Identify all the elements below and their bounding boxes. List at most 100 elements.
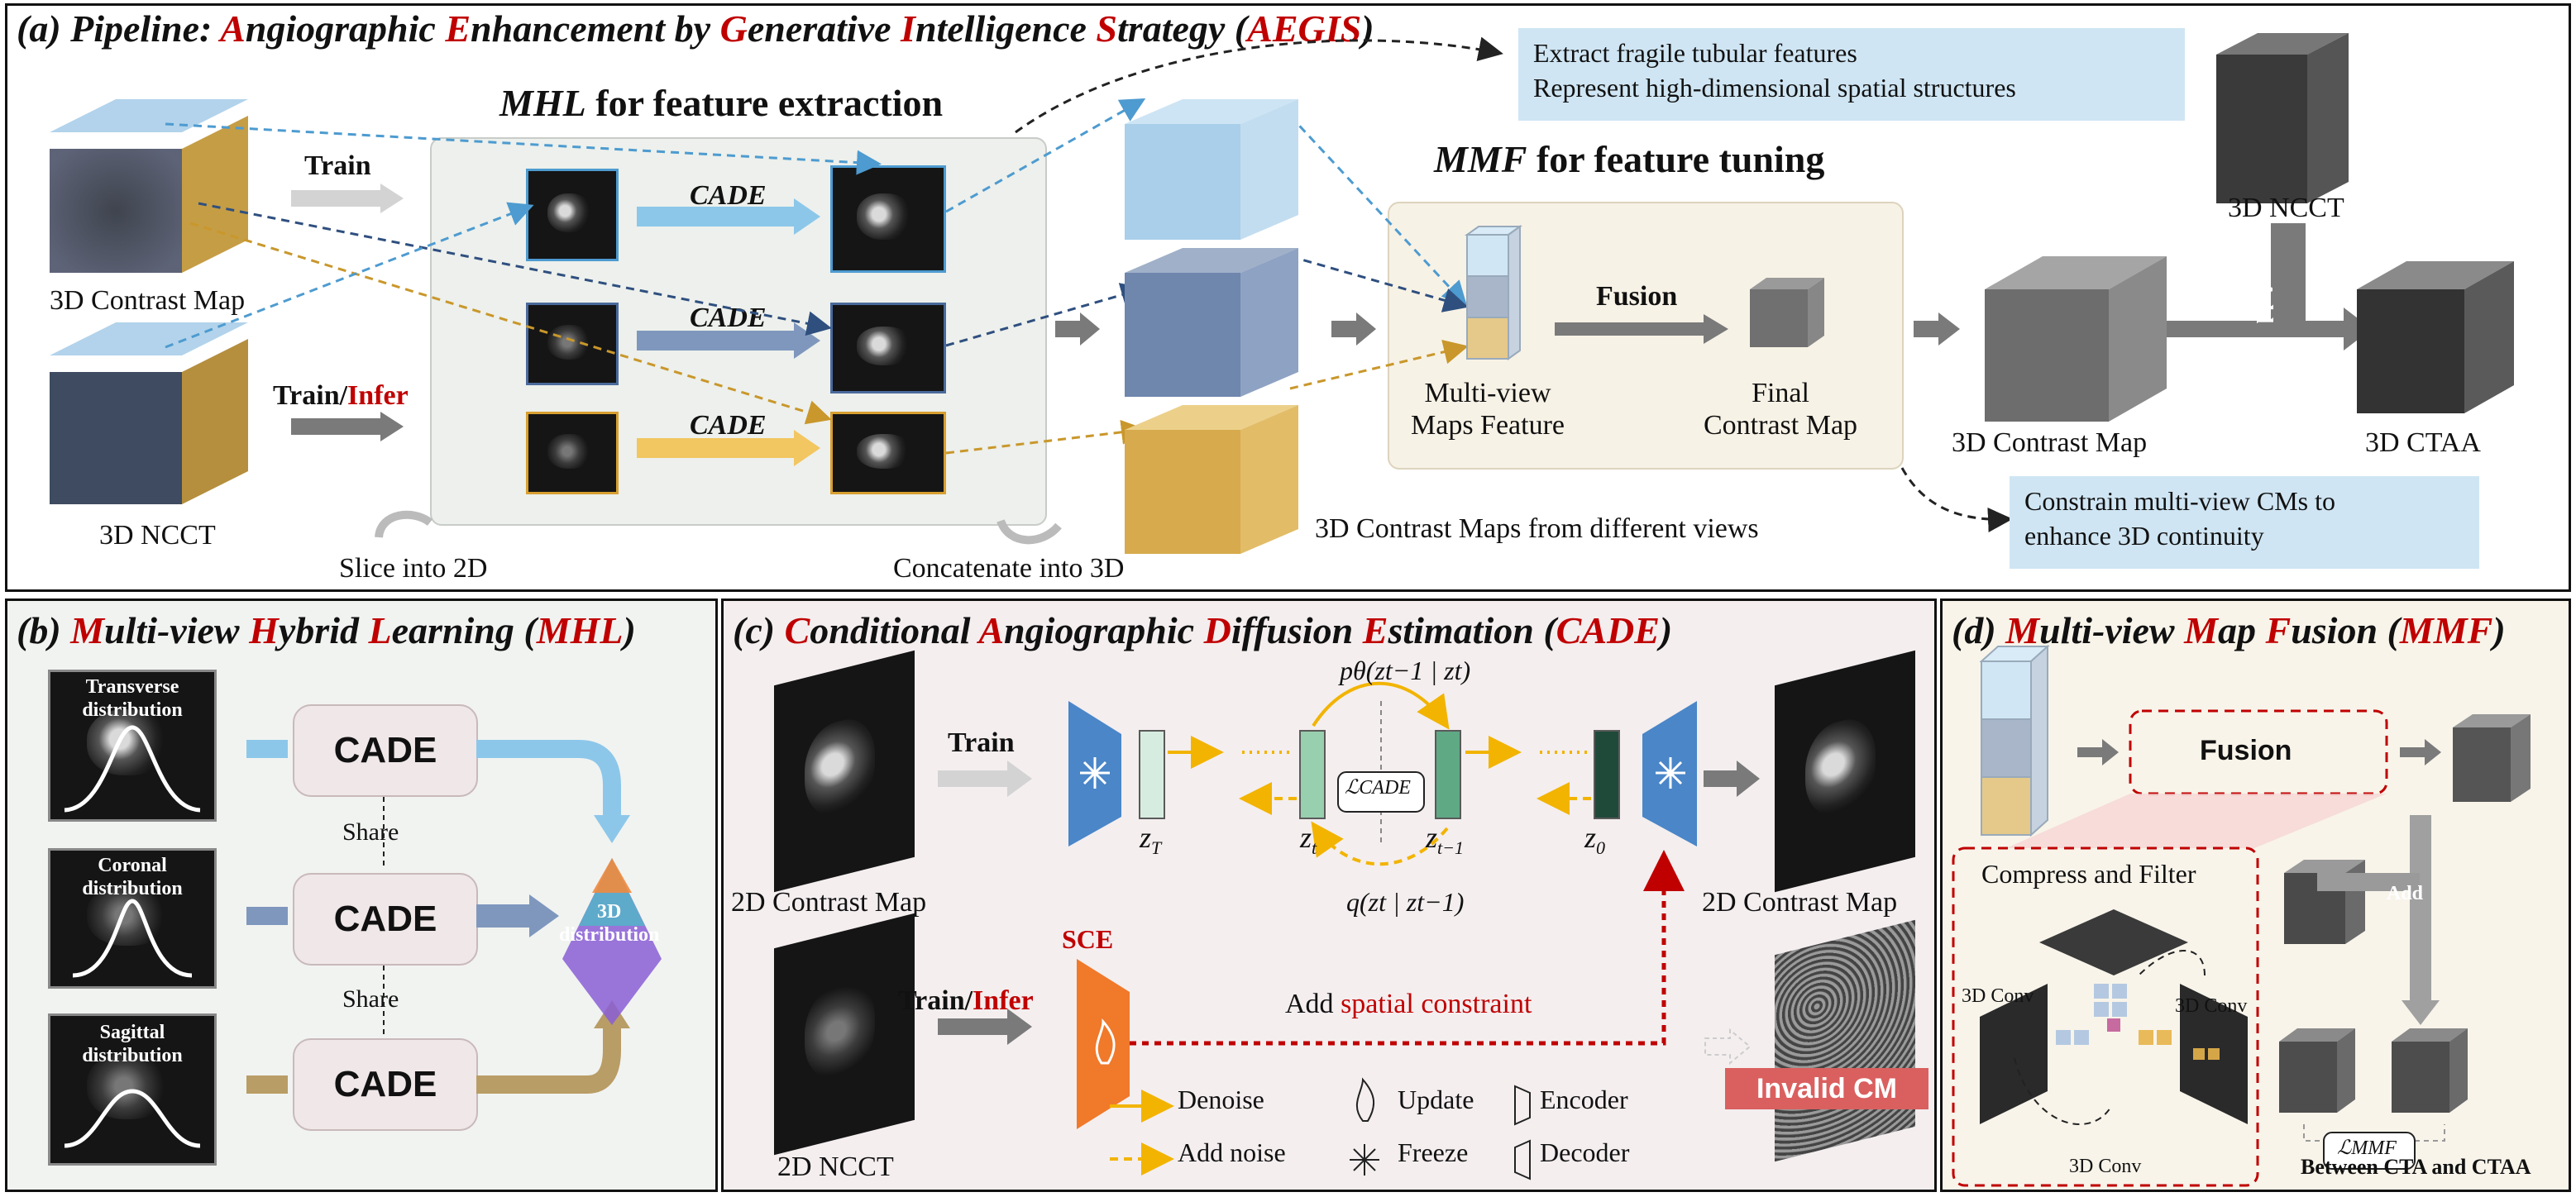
right-cubes xyxy=(1985,33,2514,422)
invalid-cm-image xyxy=(1775,919,1915,1162)
train-arrow-a xyxy=(291,184,404,213)
panel-b-title-part-6: earning ( xyxy=(391,609,537,651)
panel-c-title: (c) Conditional Angiographic Diffusion E… xyxy=(733,608,1672,652)
label-3d-ncct-top: 3D NCCT xyxy=(2228,193,2344,223)
label-3d-contrast-map-right: 3D Contrast Map xyxy=(1952,427,2148,458)
legend-add-noise: Add noise xyxy=(1178,1137,1286,1167)
label-multiview-feature: Multi-view Maps Feature xyxy=(1411,378,1565,441)
latent-zt1-sub: t−1 xyxy=(1437,837,1464,859)
panel-a-title-part-0: A xyxy=(220,7,246,50)
formula-p-theta: pθ(zt−1 | zt) xyxy=(1340,656,1471,685)
c-label-train-infer-train: Train/ xyxy=(898,985,973,1016)
panel-b-title-part-5: L xyxy=(368,609,392,651)
mmf-stack xyxy=(1464,225,1523,360)
panel-d-title-part-5: F xyxy=(2265,609,2292,651)
legend-update: Update xyxy=(1398,1085,1474,1114)
d-conv-bottom: 3D Conv xyxy=(2069,1156,2142,1177)
panel-a xyxy=(5,3,2571,592)
input-cubes xyxy=(50,99,248,504)
final-map-cube xyxy=(1750,278,1824,347)
cade-box-coronal: CADE xyxy=(293,873,478,966)
panel-b-arrows xyxy=(246,740,662,1094)
panel-c-title-part-4: ngiographic xyxy=(1004,609,1204,651)
label-final-contrast-map: Final Contrast Map xyxy=(1704,378,1858,441)
mmf-heading: MMF for feature tuning xyxy=(1434,138,1825,181)
callout-top-line-2: Represent high-dimensional spatial struc… xyxy=(1533,72,2016,103)
latent-zT: zT xyxy=(1140,821,1161,858)
sce-label: SCE xyxy=(1062,924,1114,954)
cade-label-3: CADE xyxy=(690,410,767,441)
panel-d-title-part-6: usion ( xyxy=(2291,609,2400,651)
panel-c-title-part-5: D xyxy=(1203,609,1231,651)
panel-d-title: (d) Multi-view Map Fusion (MMF) xyxy=(1952,608,2506,652)
panel-d-title-part-1: M xyxy=(2005,609,2040,651)
latent-z0-base: z xyxy=(1584,821,1597,854)
spatial-constraint-label-a: Add xyxy=(1285,989,1341,1019)
latent-z0-sub: 0 xyxy=(1596,837,1606,859)
latent-zt: zt xyxy=(1300,821,1317,858)
cade-box-sagittal: CADE xyxy=(293,1038,478,1131)
panel-d-title-part-2: ulti-view xyxy=(2039,609,2185,651)
callout-bottom: Constrain multi-view CMs to enhance 3D c… xyxy=(2010,476,2479,569)
dist-sagittal-label: Sagittal distribution xyxy=(82,1022,183,1066)
d-conv-right: 3D Conv xyxy=(2175,995,2248,1017)
mhl-heading-abbr: MHL xyxy=(499,82,586,124)
d-compress-label: Compress and Filter xyxy=(1981,859,2196,889)
legend-denoise: Denoise xyxy=(1178,1085,1264,1114)
label-train-infer-a-infer: Infer xyxy=(347,380,409,411)
mmf-heading-rest: for feature tuning xyxy=(1527,138,1825,180)
d-loss-mmf: ℒMMF xyxy=(2337,1137,2397,1159)
callout-bottom-line-1: Constrain multi-view CMs to xyxy=(2024,486,2335,516)
loss-cade: ℒCADE xyxy=(1345,777,1411,799)
panel-c-title-part-0: (c) xyxy=(733,609,785,651)
legend-encoder: Encoder xyxy=(1540,1085,1628,1114)
label-3d-ncct-left: 3D NCCT xyxy=(99,520,216,551)
slice-coronal-output xyxy=(830,303,946,393)
c-output-contrast-map xyxy=(1775,650,1915,893)
c-label-train-infer-infer: Infer xyxy=(973,985,1034,1016)
label-slice-into-2d: Slice into 2D xyxy=(339,553,488,584)
c-label-ncct: 2D NCCT xyxy=(777,1152,894,1182)
curl-arrows xyxy=(375,510,1062,545)
callout-bottom-line-2: enhance 3D continuity xyxy=(2024,520,2264,551)
legend-freeze: Freeze xyxy=(1398,1137,1469,1167)
latent-zt1: zt−1 xyxy=(1426,821,1464,859)
d-add-label: Add xyxy=(2387,883,2424,904)
panel-d-title-part-4: ap xyxy=(2218,609,2266,651)
panel-a-title-part-9: trategy ( xyxy=(1117,7,1248,50)
panel-a-title-part-5: enerative xyxy=(747,7,901,50)
dist-3d-label: 3D distribution xyxy=(559,901,660,946)
panel-c-title-part-10: ) xyxy=(1659,609,1673,651)
d-conv-left: 3D Conv xyxy=(1962,985,2034,1007)
panel-c-title-part-7: E xyxy=(1362,609,1388,651)
panel-b-title-part-2: ulti-view xyxy=(104,609,250,651)
panel-a-title: (a) Pipeline: Angiographic Enhancement b… xyxy=(17,7,1374,50)
panel-c-title-part-3: A xyxy=(978,609,1005,651)
label-train-infer-a-train: Train/ xyxy=(273,380,348,411)
dist-curves xyxy=(64,725,201,1148)
panel-b-title: (b) Multi-view Hybrid Learning (MHL) xyxy=(17,608,636,652)
dist-coronal-image xyxy=(48,848,217,989)
panel-c-diagram xyxy=(938,681,1760,1180)
panel-c-title-part-6: iffusion xyxy=(1231,609,1363,651)
share-label-2: Share xyxy=(342,985,399,1013)
panel-c-title-part-1: C xyxy=(784,609,810,651)
panel-c-title-part-9: CADE xyxy=(1556,609,1660,651)
mmf-heading-abbr: MMF xyxy=(1434,138,1527,180)
panel-d-diagram xyxy=(1952,644,2531,1187)
callout-top: Extract fragile tubular features Represe… xyxy=(1518,28,2185,121)
legend-decoder: Decoder xyxy=(1540,1137,1630,1167)
mhl-heading-rest: for feature extraction xyxy=(585,82,944,124)
latent-zT-base: z xyxy=(1140,821,1152,854)
panel-a-title-part-4: G xyxy=(719,7,748,50)
panel-a-title-part-3: nhancement by xyxy=(471,7,720,50)
slice-sagittal-output xyxy=(830,412,946,494)
mhl-heading: MHL for feature extraction xyxy=(499,82,944,125)
label-3d-ctaa: 3D CTAA xyxy=(2365,427,2481,458)
view-cubes xyxy=(1125,99,1298,554)
spatial-constraint-label-b: spatial constraint xyxy=(1341,989,1532,1019)
panel-a-title-part-2: E xyxy=(445,7,471,50)
panel-b-title-part-0: (b) xyxy=(17,609,71,651)
label-train-a: Train xyxy=(304,150,371,181)
flow-arrows-a xyxy=(1055,223,2372,351)
